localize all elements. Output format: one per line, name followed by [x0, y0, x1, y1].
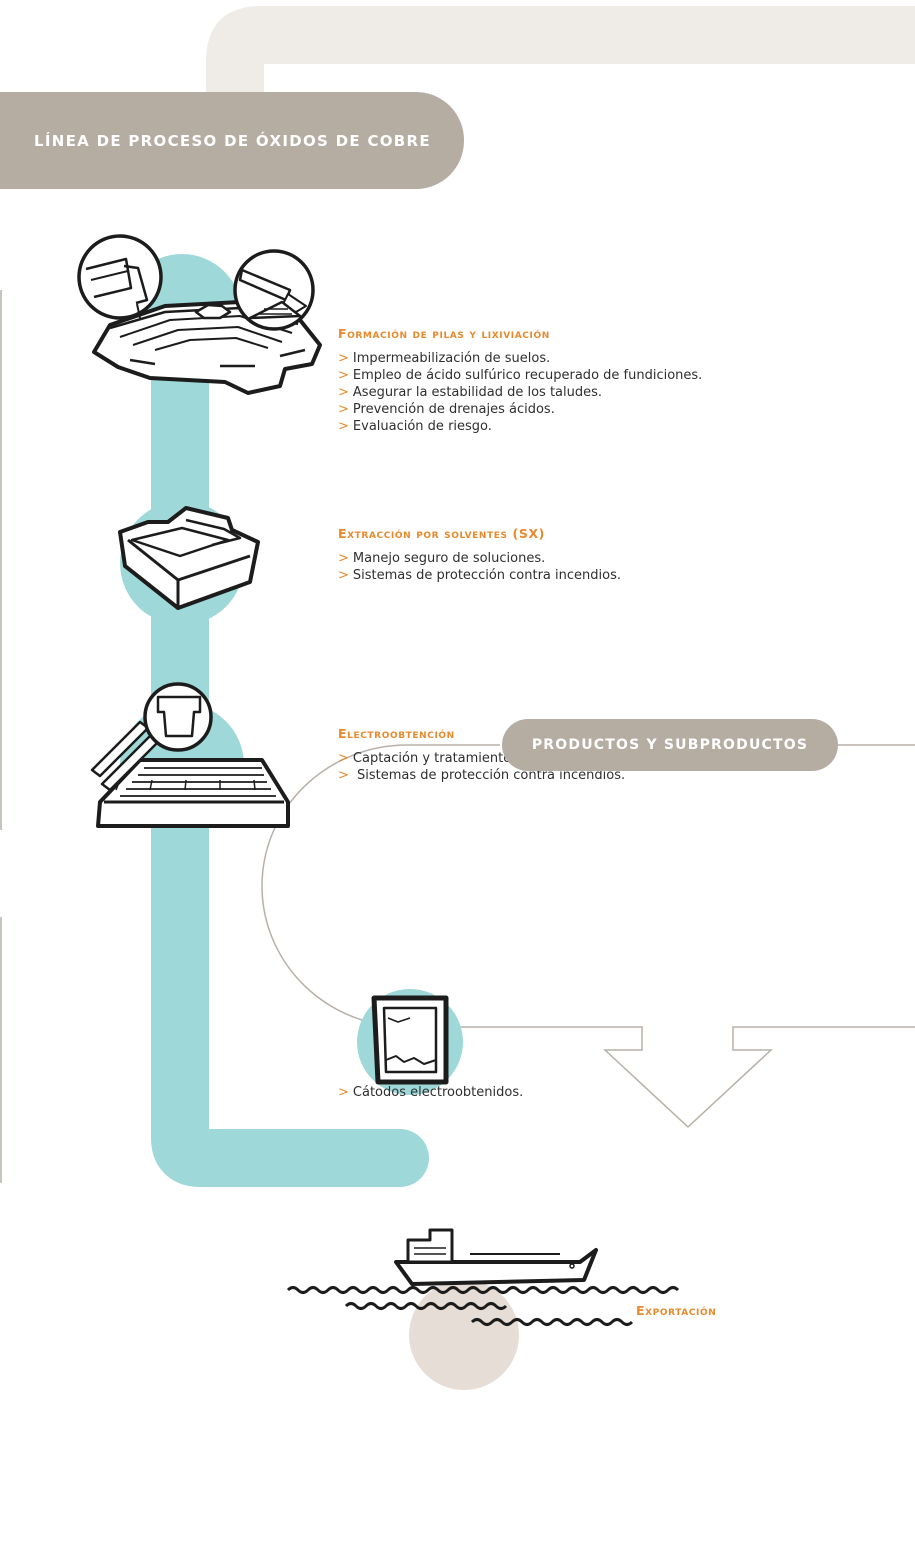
process-line-header: LÍNEA DE PROCESO DE ÓXIDOS DE COBRE	[0, 92, 464, 189]
electrowinning-cell-icon	[90, 682, 290, 828]
bullet-arrow: >	[338, 385, 349, 400]
list-item: >Evaluación de riesgo.	[338, 419, 492, 434]
heap-leach-pile-icon	[77, 234, 322, 395]
list-item: >Sistemas de protección contra incendios…	[338, 568, 621, 583]
top-background-band	[206, 6, 915, 95]
export-label: Exportación	[636, 1303, 717, 1318]
list-item: >Prevención de drenajes ácidos.	[338, 402, 555, 417]
list-item: >Asegurar la estabilidad de los taludes.	[338, 385, 603, 400]
bullet-arrow: >	[338, 402, 349, 417]
solvent-extraction-tank-icon	[118, 506, 260, 610]
copper-cathode-icon	[371, 995, 449, 1085]
process-line-title: LÍNEA DE PROCESO DE ÓXIDOS DE COBRE	[34, 131, 431, 150]
products-bracket-arrow	[261, 744, 915, 1129]
sea-waves	[286, 1286, 680, 1326]
product-item: >Cátodos electroobtenidos.	[338, 1085, 523, 1100]
list-item: >Empleo de ácido sulfúrico recuperado de…	[338, 368, 703, 383]
bullet-arrow: >	[338, 1085, 349, 1100]
list-item: >Impermeabilización de suelos.	[338, 351, 551, 366]
step-title: Extracción por solventes (SX)	[338, 526, 545, 541]
list-item: >Manejo seguro de soluciones.	[338, 551, 546, 566]
step-solvent-extraction: Extracción por solventes (SX) >Manejo se…	[338, 526, 621, 584]
products-header: PRODUCTOS Y SUBPRODUCTOS	[502, 719, 838, 771]
step-title: Formación de pilas y lixiviación	[338, 326, 550, 341]
bullet-arrow: >	[338, 351, 349, 366]
export-circle	[409, 1280, 519, 1390]
step-heap-leaching: Formación de pilas y lixiviación >Imperm…	[338, 326, 702, 435]
products-title: PRODUCTOS Y SUBPRODUCTOS	[531, 737, 809, 753]
bullet-arrow: >	[338, 751, 349, 766]
list-item: > Sistemas de protección contra incendio…	[338, 768, 626, 783]
bullet-arrow: >	[338, 768, 349, 783]
step-title: Electroobtención	[338, 726, 455, 741]
bullet-arrow: >	[338, 419, 349, 434]
process-flow-pipe	[151, 256, 429, 1187]
bullet-arrow: >	[338, 368, 349, 383]
product-label: Cátodos electroobtenidos.	[352, 1085, 524, 1100]
cargo-ship-icon	[394, 1228, 598, 1286]
bullet-arrow: >	[338, 551, 349, 566]
bullet-arrow: >	[338, 568, 349, 583]
